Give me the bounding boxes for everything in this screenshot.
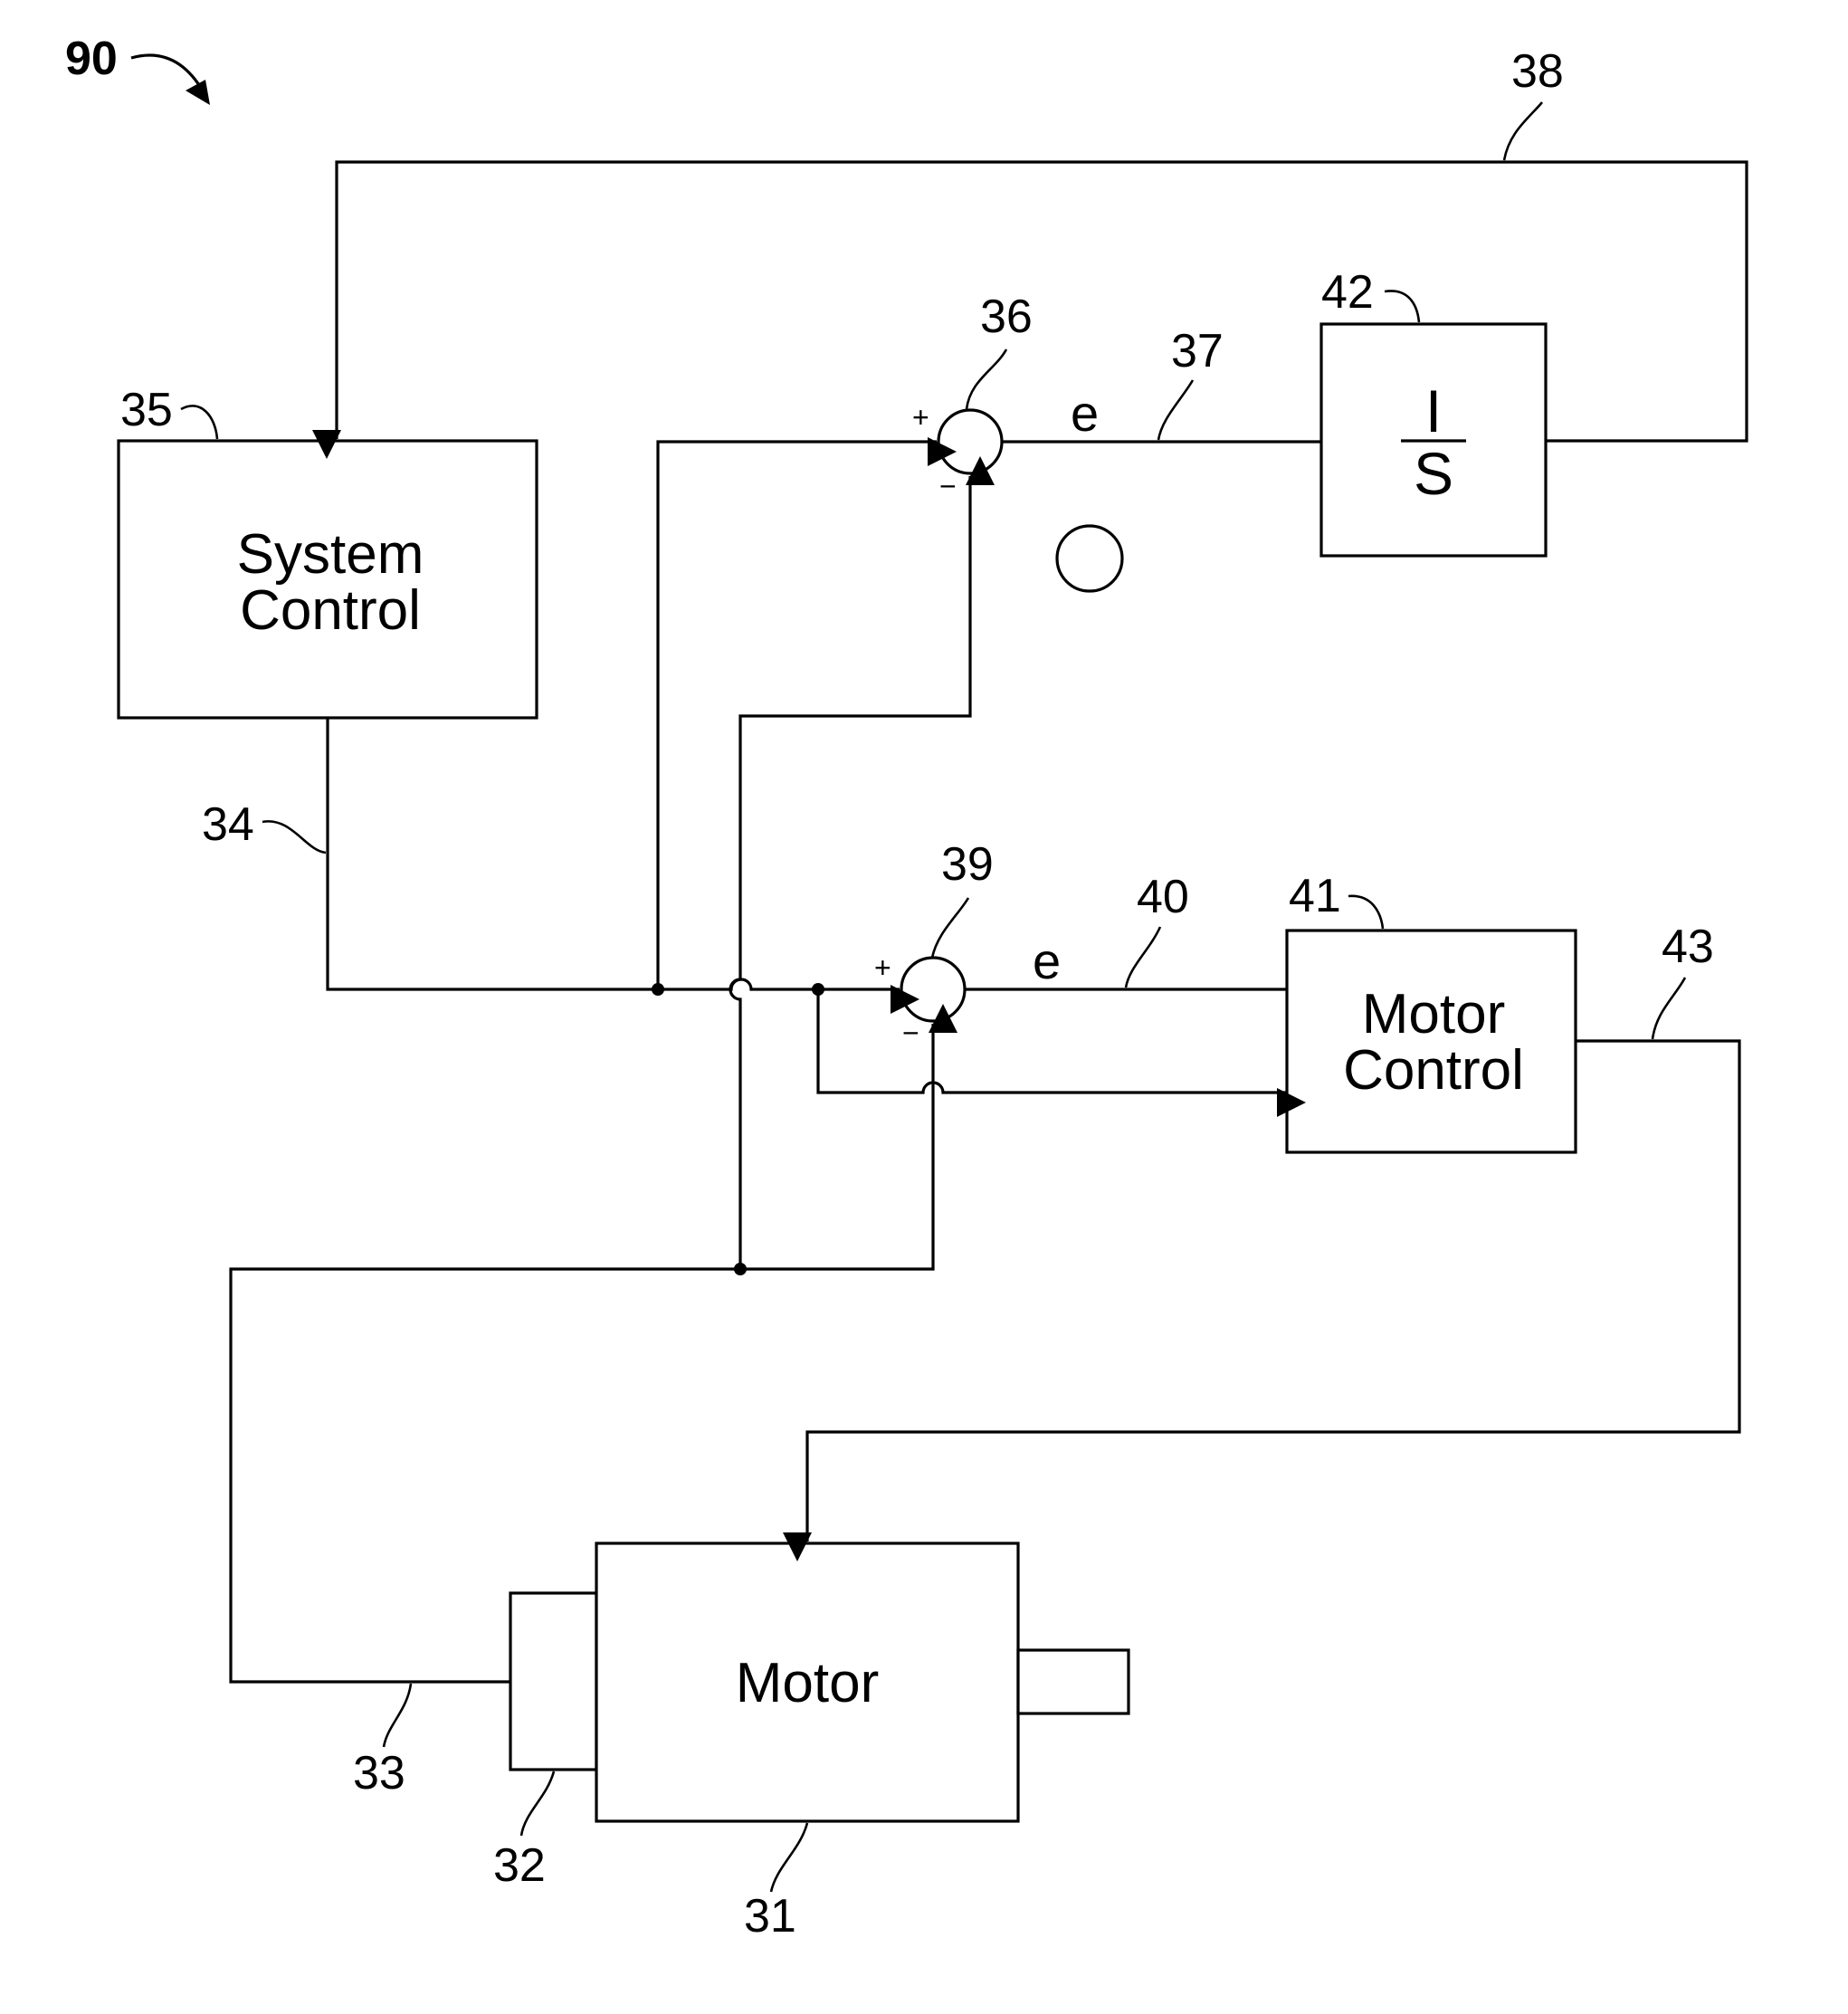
system-output-line-34 [328,718,900,989]
ref-38: 38 [1511,45,1564,98]
ref-36: 36 [980,291,1033,343]
ref-33: 33 [353,1747,405,1799]
system-control-label-line2: Control [240,579,421,642]
system-control-label-line1: System [237,523,424,586]
ref-41: 41 [1289,870,1341,922]
motor-label: Motor [736,1652,879,1714]
ref-37-leader [1158,380,1193,440]
ref-43-leader [1653,978,1685,1039]
motor-drive-line-43 [807,1041,1739,1542]
lower-summing-junction [901,958,965,1021]
integrator-denominator: S [1414,440,1453,507]
ref-43: 43 [1662,921,1714,973]
stray-circle [1057,526,1122,591]
ref-35-leader [181,406,217,439]
ref-32: 32 [493,1839,546,1892]
ref-34-leader [262,821,326,853]
ref-42: 42 [1321,266,1374,319]
branch-to-motor-control [818,989,1286,1093]
ref-40-leader [1126,927,1160,988]
lower-junction-plus: + [874,951,891,984]
ref-32-leader [521,1771,554,1836]
ref-33-leader [384,1684,411,1747]
ref-38-leader [1504,102,1542,160]
motor-control-label-line2: Control [1343,1039,1524,1102]
motor-shaft [1018,1650,1129,1713]
integrator-numerator: I [1425,377,1442,444]
encoder-block [510,1593,596,1770]
lower-error-label: e [1033,932,1061,989]
motor-control-label-line1: Motor [1362,983,1505,1045]
ref-39-leader [932,898,968,958]
ref-31: 31 [744,1890,796,1942]
ref-42-leader [1385,291,1419,322]
lower-junction-minus: − [902,1017,919,1049]
ref-39: 39 [941,838,994,891]
ref-31-leader [771,1823,807,1892]
figure-ref: 90 [65,33,118,85]
node-dot-feedback [734,1263,747,1275]
node-dot-split [652,983,664,996]
ref-34: 34 [202,798,254,851]
upper-error-label: e [1071,385,1099,442]
node-dot-motor-control-branch [812,983,824,996]
ref-36-leader [967,349,1006,409]
upper-junction-minus: − [939,470,957,502]
ref-41-leader [1348,896,1383,929]
upper-summing-junction [938,410,1002,473]
upper-junction-plus: + [912,401,929,434]
ref-40: 40 [1137,871,1189,923]
ref-37: 37 [1171,325,1224,377]
ref-35: 35 [120,384,173,436]
